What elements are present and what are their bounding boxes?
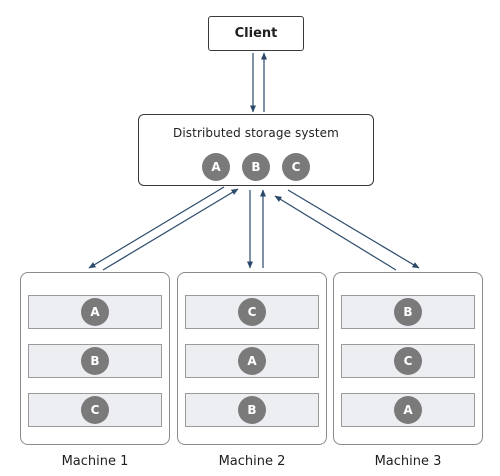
- machine-2-box: C A B: [177, 272, 327, 445]
- machine-3-shard-3: A: [394, 396, 422, 424]
- machine-1-shard-2: B: [81, 347, 109, 375]
- machine-2-slot-2: A: [185, 344, 319, 378]
- machine-3-shard-2: C: [394, 347, 422, 375]
- machine-2-slot-1: C: [185, 295, 319, 329]
- machine-3-slot-3: A: [341, 393, 475, 427]
- machine-1-slot-1: A: [28, 295, 162, 329]
- machine-1-shard-1: A: [81, 298, 109, 326]
- machine-3-box: B C A: [333, 272, 483, 445]
- machine-3-slot-1: B: [341, 295, 475, 329]
- arrow-machine-1-to-storage: [102, 188, 239, 271]
- arrow-storage-to-machine-3: [287, 189, 420, 269]
- machine-2-shard-3: B: [238, 396, 266, 424]
- machine-2-slot-3: B: [185, 393, 319, 427]
- storage-shard-list: A B C: [139, 153, 373, 181]
- arrow-machine-3-to-storage: [274, 195, 397, 271]
- storage-system-box: Distributed storage system A B C: [138, 114, 374, 186]
- storage-system-title: Distributed storage system: [173, 126, 339, 140]
- machine-1-slot-3: C: [28, 393, 162, 427]
- client-label: Client: [234, 26, 278, 41]
- machine-1-box: A B C: [20, 272, 170, 445]
- machine-3-label: Machine 3: [374, 454, 442, 469]
- machine-3-shard-1: B: [394, 298, 422, 326]
- machine-1-slot-2: B: [28, 344, 162, 378]
- storage-shard-b: B: [242, 153, 270, 181]
- arrow-storage-to-machine-1: [88, 186, 225, 269]
- machine-2-shard-2: A: [238, 347, 266, 375]
- machine-3-slot-2: C: [341, 344, 475, 378]
- client-box: Client: [208, 16, 304, 51]
- machine-1-shard-3: C: [81, 396, 109, 424]
- storage-shard-a: A: [202, 153, 230, 181]
- machine-1-label: Machine 1: [61, 454, 129, 469]
- machine-2-shard-1: C: [238, 298, 266, 326]
- machine-2-label: Machine 2: [218, 454, 286, 469]
- storage-shard-c: C: [282, 153, 310, 181]
